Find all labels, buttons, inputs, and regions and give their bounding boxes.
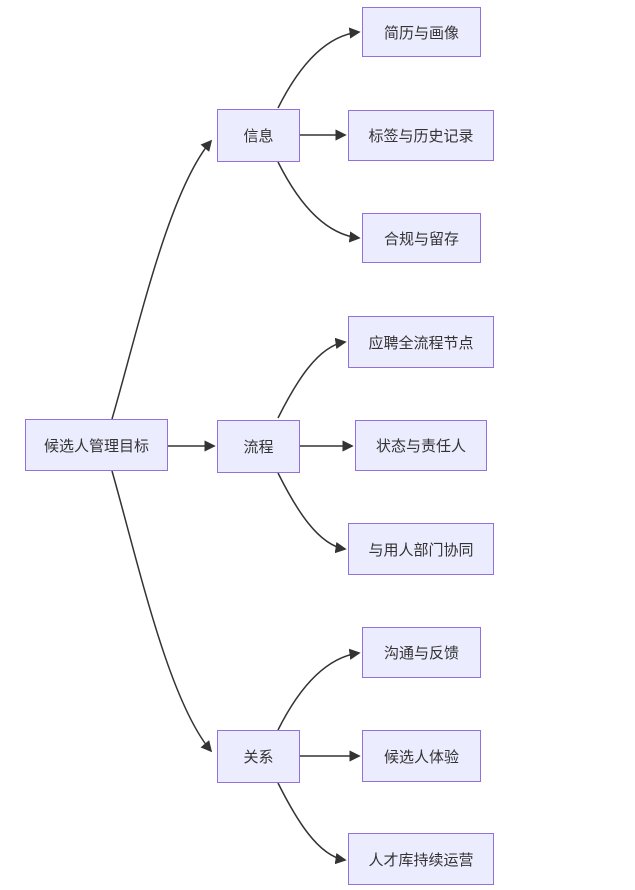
branch-node-info: 信息: [217, 109, 300, 162]
leaf-node-tags-history: 标签与历史记录: [348, 110, 494, 161]
root-node-candidate-management-goal: 候选人管理目标: [25, 419, 168, 471]
edge-info-to-compliance-retention: [277, 161, 361, 243]
edge-info-to-resume-profile: [277, 27, 361, 109]
edge-root-to-relation: [111, 470, 213, 753]
edge-relation-to-talent-pool-operation: [277, 782, 347, 865]
root-node-label: 候选人管理目标: [43, 437, 149, 455]
branch-node-process: 流程: [217, 420, 300, 473]
leaf-node-talent-pool-operation-label: 人才库持续运营: [368, 851, 474, 869]
leaf-node-resume-profile: 简历与画像: [362, 7, 481, 57]
edge-process-to-hiring-dept-collab: [277, 472, 347, 554]
leaf-node-candidate-experience-label: 候选人体验: [383, 748, 459, 766]
branch-node-process-label: 流程: [243, 439, 274, 456]
leaf-node-talent-pool-operation: 人才库持续运营: [348, 833, 494, 885]
leaf-node-candidate-experience: 候选人体验: [362, 730, 481, 782]
leaf-node-hiring-dept-collab-label: 与用人部门协同: [368, 541, 474, 559]
edge-root-to-info: [111, 139, 213, 420]
edge-process-to-pipeline-nodes: [277, 337, 347, 419]
leaf-node-compliance-retention: 合规与留存: [362, 213, 481, 263]
leaf-node-communication-feedback: 沟通与反馈: [362, 627, 481, 678]
leaf-node-pipeline-nodes: 应聘全流程节点: [348, 316, 494, 368]
leaf-node-tags-history-label: 标签与历史记录: [368, 128, 474, 145]
leaf-node-hiring-dept-collab: 与用人部门协同: [348, 523, 494, 575]
leaf-node-pipeline-nodes-label: 应聘全流程节点: [368, 334, 474, 352]
leaf-node-compliance-retention-label: 合规与留存: [383, 230, 459, 248]
leaf-node-status-owner-label: 状态与责任人: [375, 438, 466, 455]
leaf-node-communication-feedback-label: 沟通与反馈: [383, 645, 459, 662]
branch-node-relation-label: 关系: [243, 749, 274, 766]
branch-node-relation: 关系: [217, 730, 300, 783]
leaf-node-resume-profile-label: 简历与画像: [383, 24, 459, 42]
branch-node-info-label: 信息: [243, 128, 274, 145]
leaf-node-status-owner: 状态与责任人: [355, 420, 487, 471]
edge-relation-to-communication-feedback: [277, 648, 361, 731]
